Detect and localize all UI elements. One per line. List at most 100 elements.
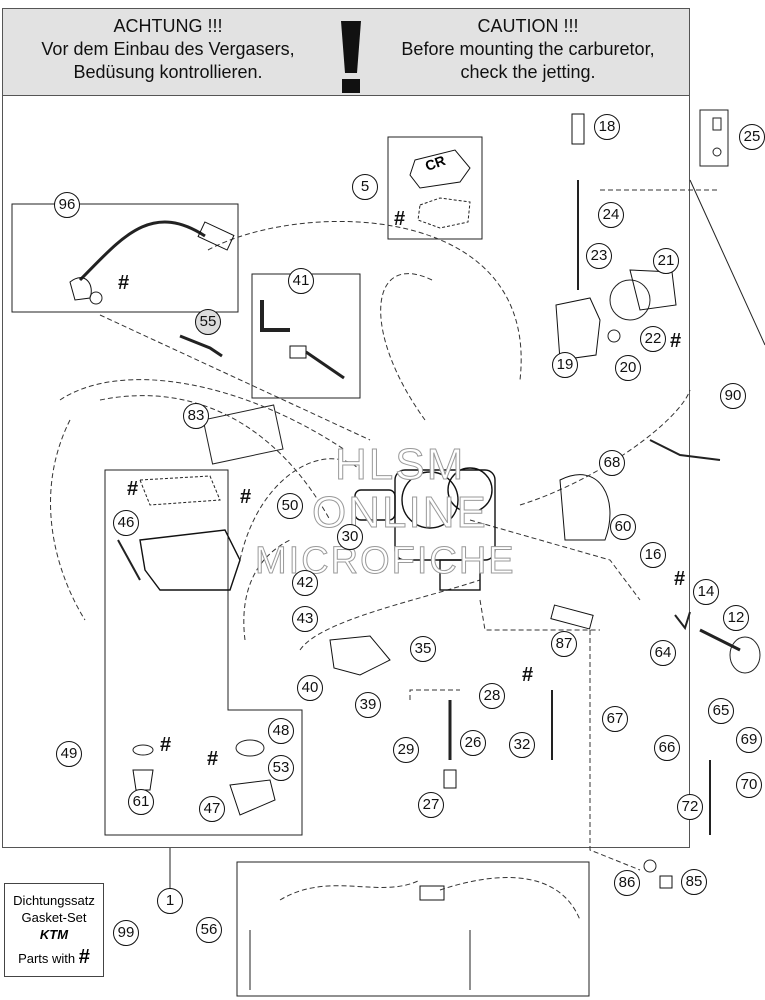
callout-5[interactable]: 5	[352, 174, 378, 200]
callout-48[interactable]: 48	[268, 718, 294, 744]
callout-66[interactable]: 66	[654, 735, 680, 761]
callout-23[interactable]: 23	[586, 243, 612, 269]
callout-67[interactable]: 67	[602, 706, 628, 732]
callout-69[interactable]: 69	[736, 727, 762, 753]
callout-24[interactable]: 24	[598, 202, 624, 228]
callout-43[interactable]: 43	[292, 606, 318, 632]
hose-route-5	[99, 395, 331, 521]
callout-60[interactable]: 60	[610, 514, 636, 540]
callout-12[interactable]: 12	[723, 605, 749, 631]
throttle-spring	[674, 611, 691, 631]
callout-65[interactable]: 65	[708, 698, 734, 724]
hose-route-7	[243, 539, 291, 641]
bowl-screw	[117, 539, 141, 581]
callout-25[interactable]: 25	[739, 124, 765, 150]
gasket-mark: #	[674, 568, 686, 590]
pump-diaphragm	[235, 739, 265, 757]
top-cover	[409, 149, 471, 189]
callout-64[interactable]: 64	[650, 640, 676, 666]
hose-routing-lines	[50, 189, 718, 921]
callout-53[interactable]: 53	[268, 755, 294, 781]
callout-1[interactable]: 1	[157, 888, 183, 914]
callout-29[interactable]: 29	[393, 737, 419, 763]
carburetor-body	[354, 467, 496, 591]
cable-route-90	[519, 389, 691, 506]
main-jet	[443, 769, 457, 789]
callout-56[interactable]: 56	[196, 917, 222, 943]
slide-cover	[629, 269, 677, 311]
sensor-body	[69, 277, 92, 301]
gasket-mark: #	[207, 748, 219, 770]
callout-14[interactable]: 14	[693, 579, 719, 605]
needle-clip-holder	[571, 113, 585, 145]
callout-90[interactable]: 90	[720, 383, 746, 409]
callout-26[interactable]: 26	[460, 730, 486, 756]
gasket-mark: #	[160, 734, 172, 756]
callout-72[interactable]: 72	[677, 794, 703, 820]
callout-21[interactable]: 21	[653, 248, 679, 274]
callout-86[interactable]: 86	[614, 870, 640, 896]
callout-61[interactable]: 61	[128, 789, 154, 815]
callout-27[interactable]: 27	[418, 792, 444, 818]
slide-oring	[609, 279, 651, 321]
frame-diagonal-line	[689, 179, 765, 346]
screw-box	[699, 109, 729, 167]
english-line-2: check the jetting.	[460, 62, 596, 82]
cable-holder	[649, 439, 721, 461]
callout-16[interactable]: 16	[640, 542, 666, 568]
gasket-mark: #	[127, 478, 139, 500]
kit-hash-mark: #	[78, 946, 90, 968]
gasket-mark: #	[522, 664, 534, 686]
german-title: ACHTUNG !!!	[113, 16, 223, 36]
german-line-1: Vor dem Einbau des Vergasers,	[41, 39, 295, 59]
callout-68[interactable]: 68	[599, 450, 625, 476]
throttle-cover	[559, 474, 611, 541]
callout-50[interactable]: 50	[277, 493, 303, 519]
callout-40[interactable]: 40	[297, 675, 323, 701]
callout-55[interactable]: 55	[195, 309, 221, 335]
callout-22[interactable]: 22	[640, 326, 666, 352]
callout-46[interactable]: 46	[113, 510, 139, 536]
kit-hose-1	[279, 879, 421, 901]
english-notice: CAUTION !!! Before mounting the carburet…	[363, 15, 693, 84]
float-bowl-gasket	[139, 475, 221, 506]
top-gasket	[417, 197, 471, 229]
gasket-mark: #	[394, 208, 406, 230]
fitting-needle	[305, 350, 345, 380]
leader-85-86	[589, 630, 641, 871]
callout-42[interactable]: 42	[292, 570, 318, 596]
kit-connector	[419, 885, 445, 901]
callout-83[interactable]: 83	[183, 403, 209, 429]
english-title: CAUTION !!!	[477, 16, 579, 36]
callout-28[interactable]: 28	[479, 683, 505, 709]
callout-39[interactable]: 39	[355, 692, 381, 718]
exclamation-icon	[341, 21, 361, 93]
callout-32[interactable]: 32	[509, 732, 535, 758]
hose-kit-box	[236, 861, 590, 997]
drain-oring	[132, 744, 154, 756]
callout-35[interactable]: 35	[410, 636, 436, 662]
hose-route-8	[299, 579, 481, 651]
callout-96[interactable]: 96	[54, 192, 80, 218]
callout-70[interactable]: 70	[736, 772, 762, 798]
callout-49[interactable]: 49	[56, 741, 82, 767]
gasket-set-legend: Dichtungssatz Gasket-Set KTM Parts with …	[4, 883, 104, 977]
callout-87[interactable]: 87	[551, 631, 577, 657]
tube-87	[550, 604, 594, 630]
callout-30[interactable]: 30	[337, 524, 363, 550]
throttle-slide	[555, 297, 601, 361]
german-notice: ACHTUNG !!! Vor dem Einbau des Vergasers…	[3, 15, 333, 84]
kit-hose-2	[439, 877, 581, 921]
callout-85[interactable]: 85	[681, 869, 707, 895]
callout-47[interactable]: 47	[199, 796, 225, 822]
callout-99[interactable]: 99	[113, 920, 139, 946]
hose-route-6	[239, 458, 361, 561]
callout-20[interactable]: 20	[615, 355, 641, 381]
callout-41[interactable]: 41	[288, 268, 314, 294]
float-bowl	[139, 529, 241, 591]
callout-19[interactable]: 19	[552, 352, 578, 378]
callout-18[interactable]: 18	[594, 114, 620, 140]
kit-label-de: Dichtungssatz	[13, 893, 95, 908]
kit-parts-with: Parts with #	[5, 946, 103, 968]
